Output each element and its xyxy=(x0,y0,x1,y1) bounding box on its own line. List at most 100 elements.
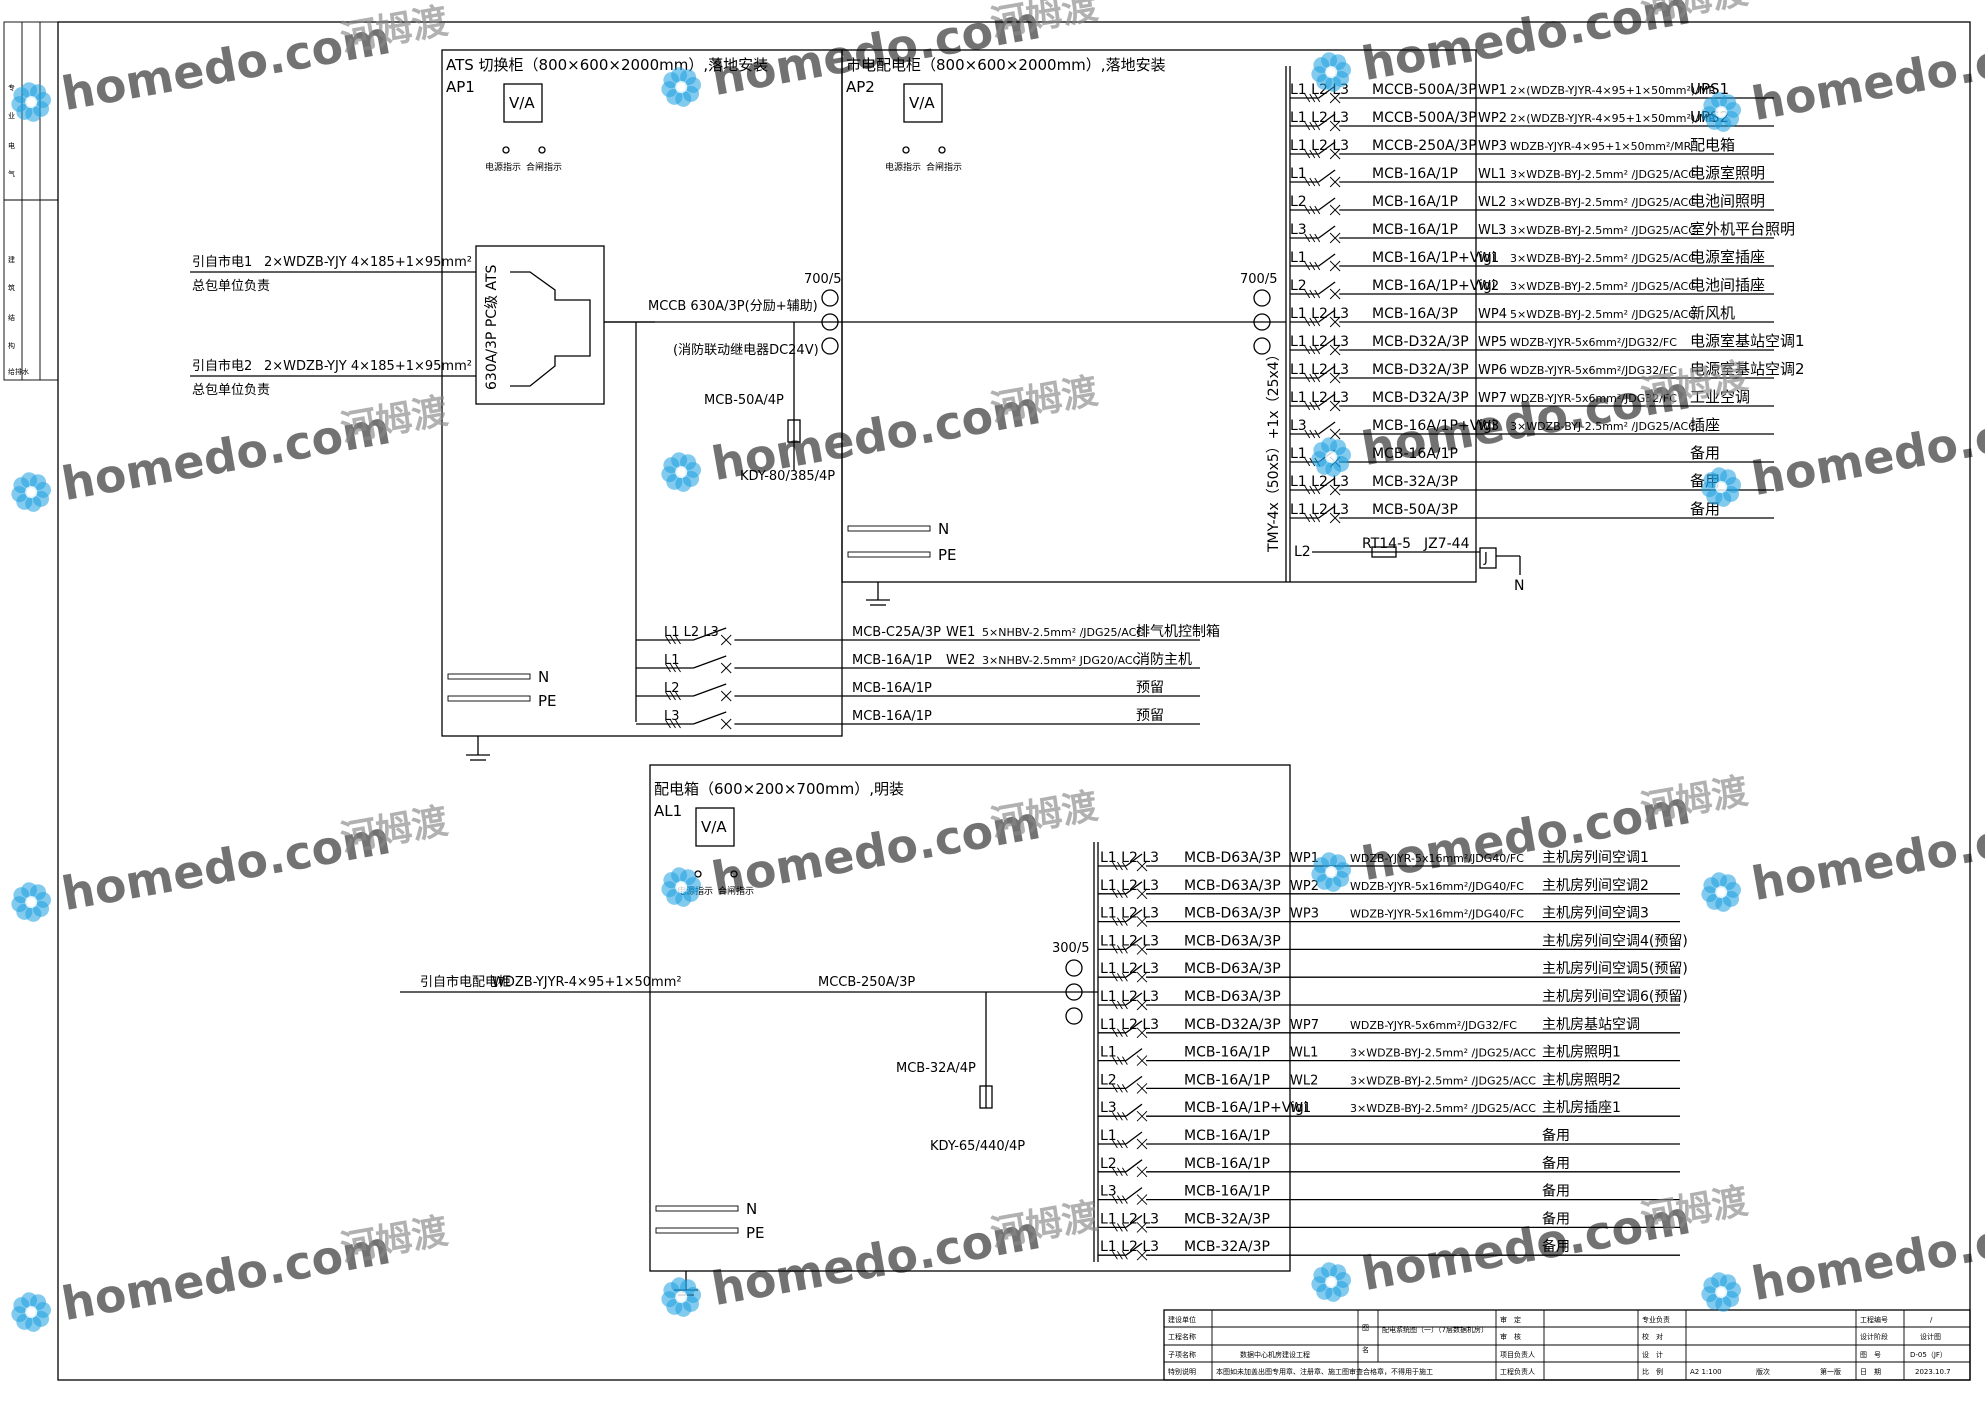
watermark-flower-center xyxy=(25,96,38,109)
circuit-breaker: MCB-32A/3P xyxy=(1372,474,1458,490)
watermark-cn: 河姆渡 xyxy=(338,1,451,60)
al1-meter-box xyxy=(695,807,735,847)
title-block: 建设单位 工程名称 子项名称 数据中心机房建设工程 特别说明 本图如未加盖出图专… xyxy=(1163,1309,1971,1381)
ap1-ct-coil xyxy=(821,337,839,355)
breaker-contact xyxy=(1318,477,1336,491)
al1-n: N xyxy=(746,1200,757,1218)
phase-tick xyxy=(1314,177,1321,187)
watermark-flower-center xyxy=(25,896,38,909)
phase-tick xyxy=(1122,1195,1128,1204)
circuit-phase: L3 xyxy=(1290,418,1307,434)
left-strip-label: 筑 xyxy=(8,283,15,292)
left-strip-label: 结 xyxy=(8,313,15,322)
breaker-contact xyxy=(1125,853,1143,867)
phase-tick xyxy=(1304,93,1311,103)
watermark-flower-petal xyxy=(1330,439,1347,456)
watermark-flower-petal xyxy=(1330,1264,1347,1281)
ap1-n-bar xyxy=(447,673,531,680)
circuit-breaker: MCB-16A/1P xyxy=(1184,1184,1270,1200)
phase-tick xyxy=(665,663,671,673)
circuit-breaker: MCB-D63A/3P xyxy=(1184,850,1281,866)
tb-project-no: 工程编号 xyxy=(1860,1315,1888,1324)
breaker-contact xyxy=(1125,936,1143,950)
phase-tick xyxy=(1314,233,1321,243)
circuit-load: 备用 xyxy=(1542,1210,1570,1227)
breaker-contact xyxy=(1318,197,1336,211)
circuit-load: 消防主机 xyxy=(1136,652,1192,668)
watermark-flower-petal xyxy=(1720,469,1737,486)
circuit-breaker: MCB-16A/1P xyxy=(1372,194,1458,210)
circuit-load: 主机房基站空调 xyxy=(1542,1016,1640,1033)
circuit-phase: L1 L2 L3 xyxy=(1100,989,1159,1005)
al1-spd-breaker: MCB-32A/4P xyxy=(896,1061,976,1076)
ap1-main-breaker: MCCB 630A/3P(分励+辅助) xyxy=(648,299,818,314)
circuit-breaker: MCB-D63A/3P xyxy=(1184,878,1281,894)
left-strip-label: 构 xyxy=(8,341,15,350)
phase-tick xyxy=(670,635,676,645)
ap2-n: N xyxy=(938,520,949,538)
left-strip-label: 业 xyxy=(8,111,15,120)
phase-tick xyxy=(1112,1139,1118,1149)
tb-drawing-label-2: 名 xyxy=(1362,1345,1369,1354)
ap2-title: 市电配电柜（800×600×2000mm）,落地安装 xyxy=(846,56,1166,74)
ap1-spd-breaker: MCB-50A/4P xyxy=(704,393,784,408)
circuit-breaker: MCB-16A/1P xyxy=(1184,1128,1270,1144)
circuit-cable: WDZB-YJYR-5x6mm²/JDG32/FC xyxy=(1510,364,1677,377)
left-strip-frame xyxy=(3,21,59,381)
watermark-cn: 河姆渡 xyxy=(988,371,1101,430)
phase-tick xyxy=(1304,401,1311,411)
circuit-phase: L2 xyxy=(1290,278,1307,294)
circuit-phase: L1 L2 L3 xyxy=(1290,306,1349,322)
phase-tick xyxy=(1309,205,1316,215)
circuit-code: WP6 xyxy=(1478,363,1507,378)
phase-tick xyxy=(1314,317,1321,327)
al1-code: AL1 xyxy=(654,802,682,820)
circuit-phase: L1 L2 L3 xyxy=(1290,474,1349,490)
circuit-cable: 2×(WDZB-YJYR-4×95+1×50mm²)/MR xyxy=(1510,112,1716,125)
al1-ind-close: 合闸指示 xyxy=(718,885,754,897)
al1-meter: V/A xyxy=(701,818,727,836)
ap2-ct-coil xyxy=(1253,289,1271,307)
phase-tick xyxy=(1122,917,1128,926)
circuit-code: WP2 xyxy=(1478,111,1507,126)
phase-tick xyxy=(1112,1223,1118,1232)
ap1-ct-coil xyxy=(821,313,839,331)
circuit-phase: L1 xyxy=(1290,250,1307,266)
circuit-load: 预留 xyxy=(1136,708,1164,724)
phase-tick xyxy=(1309,261,1316,271)
ap2-n-bar xyxy=(847,525,931,532)
watermark-flower-petal xyxy=(1720,1274,1737,1291)
phase-tick xyxy=(670,663,676,673)
ap1-ct-coil xyxy=(821,289,839,307)
ats-label: 630A/3P PC级 ATS xyxy=(484,264,500,390)
ap2-relay-box xyxy=(1479,547,1497,569)
watermark-flower-center xyxy=(675,466,688,479)
breaker-cross xyxy=(1136,1194,1148,1205)
circuit-breaker: MCCB-250A/3P xyxy=(1372,138,1477,154)
ap1-code: AP1 xyxy=(446,78,475,96)
breaker-cross xyxy=(1329,148,1341,160)
phase-tick xyxy=(1117,861,1123,871)
breaker-contact xyxy=(1125,1131,1143,1145)
circuit-phase: L1 L2 L3 xyxy=(1100,933,1159,949)
phase-tick xyxy=(1314,429,1321,439)
circuit-cable: 3×WDZB-BYJ-2.5mm² /JDG25/ACC xyxy=(1510,168,1696,181)
feed2-resp: 总包单位负责 xyxy=(192,383,270,398)
breaker-cross xyxy=(1136,1138,1148,1150)
al1-pe-bar xyxy=(655,1227,739,1234)
phase-tick xyxy=(1304,121,1311,131)
circuit-code: WP3 xyxy=(1290,907,1319,922)
circuit-cable: WDZB-YJYR-4×95+1×50mm²/MR xyxy=(1510,140,1692,153)
breaker-cross xyxy=(1329,484,1341,496)
breaker-cross xyxy=(1329,260,1341,272)
breaker-cross xyxy=(1136,1222,1148,1233)
breaker-contact xyxy=(1318,365,1336,379)
phase-tick xyxy=(665,691,671,701)
circuit-phase: L1 L2 L3 xyxy=(1100,1211,1159,1227)
